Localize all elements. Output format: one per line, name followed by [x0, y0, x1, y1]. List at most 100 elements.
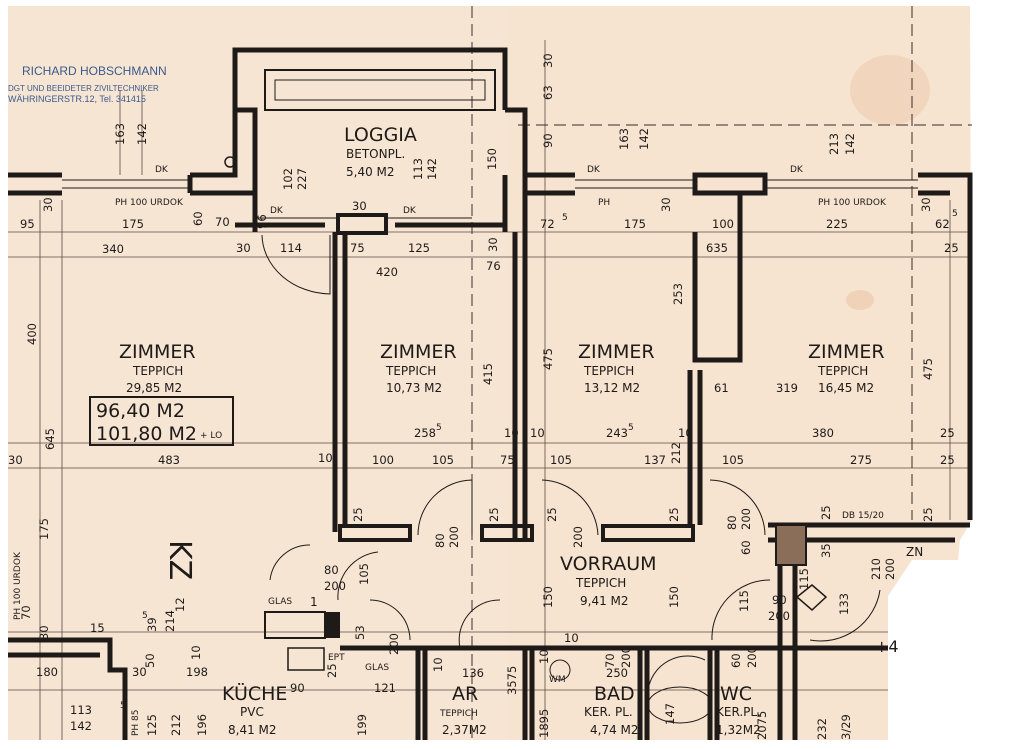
label-one: 1	[310, 595, 318, 609]
dim-142e: 142	[70, 719, 92, 733]
dim-415: 415	[481, 363, 495, 385]
dim-212b: 212	[169, 714, 183, 736]
dim-10b: 10	[504, 426, 519, 440]
dim-100a: 100	[712, 217, 734, 231]
dim-25i: 25	[819, 505, 833, 520]
dim-380: 380	[812, 426, 834, 440]
dim-60b: 60	[739, 540, 753, 555]
dim-10e: 10	[564, 631, 579, 645]
dim-200d: 200	[883, 558, 897, 580]
dimension-lines	[8, 40, 970, 740]
label-ept: EPT	[328, 653, 345, 663]
dim-30d: 30	[486, 237, 500, 252]
room-area-zimmer3: 13,12 M2	[584, 381, 640, 395]
dim-102: 102	[281, 168, 295, 190]
dim-50: 50	[143, 653, 157, 668]
dim-10g: 10	[431, 657, 445, 672]
dim-199: 199	[355, 714, 369, 736]
room-area-ar: 2,37M2	[442, 723, 487, 737]
dim-25c: 25	[940, 453, 955, 467]
dim-3575: 3575	[505, 666, 519, 695]
dim-121: 121	[374, 681, 396, 695]
label-dk-5: DK	[790, 165, 804, 175]
dim-142b: 142	[425, 158, 439, 180]
label-wm: WM	[549, 675, 566, 685]
loggia-drain	[224, 156, 236, 168]
label-ph100b: PH 100 URDOK	[818, 198, 887, 208]
loggia-planter-inner	[274, 79, 486, 101]
dim-645: 645	[43, 428, 57, 450]
dim-12: 12	[173, 597, 187, 612]
dim-175b: 175	[624, 217, 646, 231]
dim-214: 214	[163, 610, 177, 632]
dim-225: 225	[826, 217, 848, 231]
dim-163a: 163	[113, 123, 127, 145]
room-material-kueche: PVC	[240, 705, 264, 719]
dim-5f: 5	[120, 701, 126, 711]
dim-25a: 25	[944, 241, 959, 255]
wall-segment-2	[480, 524, 534, 542]
dim-136: 136	[462, 666, 484, 680]
stamp-line3: WÄHRINGERSTR.12, Tel. 341415	[8, 94, 146, 104]
dim-420: 420	[376, 265, 398, 279]
room-area-bad: 4,74 M2	[590, 723, 639, 737]
dim-90b: 90	[772, 593, 787, 607]
shaft	[775, 524, 807, 566]
label-dk-1: DK	[155, 165, 169, 175]
dim-137: 137	[644, 453, 666, 467]
dim-53: 53	[353, 625, 367, 640]
label-ph: PH	[598, 198, 610, 208]
dim-72: 72	[540, 217, 555, 231]
total-area-line2: 101,80 M2	[96, 423, 197, 445]
dim-227: 227	[295, 168, 309, 190]
dim-200g: 200	[768, 609, 790, 623]
label-ph-vertical: PH 100 URDOK	[13, 551, 23, 620]
dim-113: 113	[411, 158, 425, 180]
room-material-zimmer2: TEPPICH	[385, 364, 436, 378]
room-area-zimmer2: 10,73 M2	[386, 381, 442, 395]
dim-319: 319	[776, 381, 798, 395]
room-material-vorraum: TEPPICH	[575, 576, 626, 590]
dim-150b: 150	[541, 586, 555, 608]
dim-95: 95	[20, 217, 35, 231]
dim-212: 212	[669, 442, 683, 464]
total-area-box	[89, 396, 234, 446]
dim-115b: 115	[737, 590, 751, 612]
dim-35: 35	[819, 543, 833, 558]
dim-200i: 200	[745, 646, 759, 668]
room-name-ar: AR	[452, 683, 478, 705]
label-dk-4: DK	[587, 165, 601, 175]
dim-250: 250	[606, 666, 628, 680]
dim-39: 39	[145, 617, 159, 632]
dimension-numbers: 163 142 95 30 175 60 70 340 30 114 96 10…	[8, 53, 959, 740]
label-kz: KZ	[162, 540, 197, 580]
dashed-lines	[471, 6, 972, 740]
dim-80c: 80	[324, 563, 339, 577]
room-name-vorraum: VORRAUM	[560, 553, 657, 575]
dim-150c: 150	[667, 586, 681, 608]
dim-2075: 2075	[755, 711, 769, 740]
dim-25g: 25	[545, 507, 559, 522]
label-dk-3: DK	[403, 206, 417, 216]
dim-400: 400	[25, 323, 39, 345]
label-glas-2: GLAS	[365, 663, 389, 673]
paper-stain-2	[846, 290, 874, 310]
dim-142a: 142	[135, 123, 149, 145]
room-area-zimmer1: 29,85 M2	[126, 381, 182, 395]
dim-5a: 5	[562, 213, 568, 223]
dim-475a: 475	[541, 348, 555, 370]
dim-10c: 10	[530, 426, 545, 440]
dim-5d: 5	[628, 423, 634, 433]
dim-329: 3/29	[839, 714, 853, 740]
dim-70c: 70	[603, 653, 617, 668]
dim-635: 635	[706, 241, 728, 255]
dim-105b: 105	[550, 453, 572, 467]
room-area-zimmer4: 16,45 M2	[818, 381, 874, 395]
room-material-bad: KER. PL.	[584, 705, 633, 719]
dim-30e: 30	[541, 53, 555, 68]
loggia-pillar	[336, 213, 388, 235]
stamp-name: RICHARD HOBSCHMANN	[22, 64, 167, 78]
room-name-kueche: KÜCHE	[222, 682, 287, 705]
